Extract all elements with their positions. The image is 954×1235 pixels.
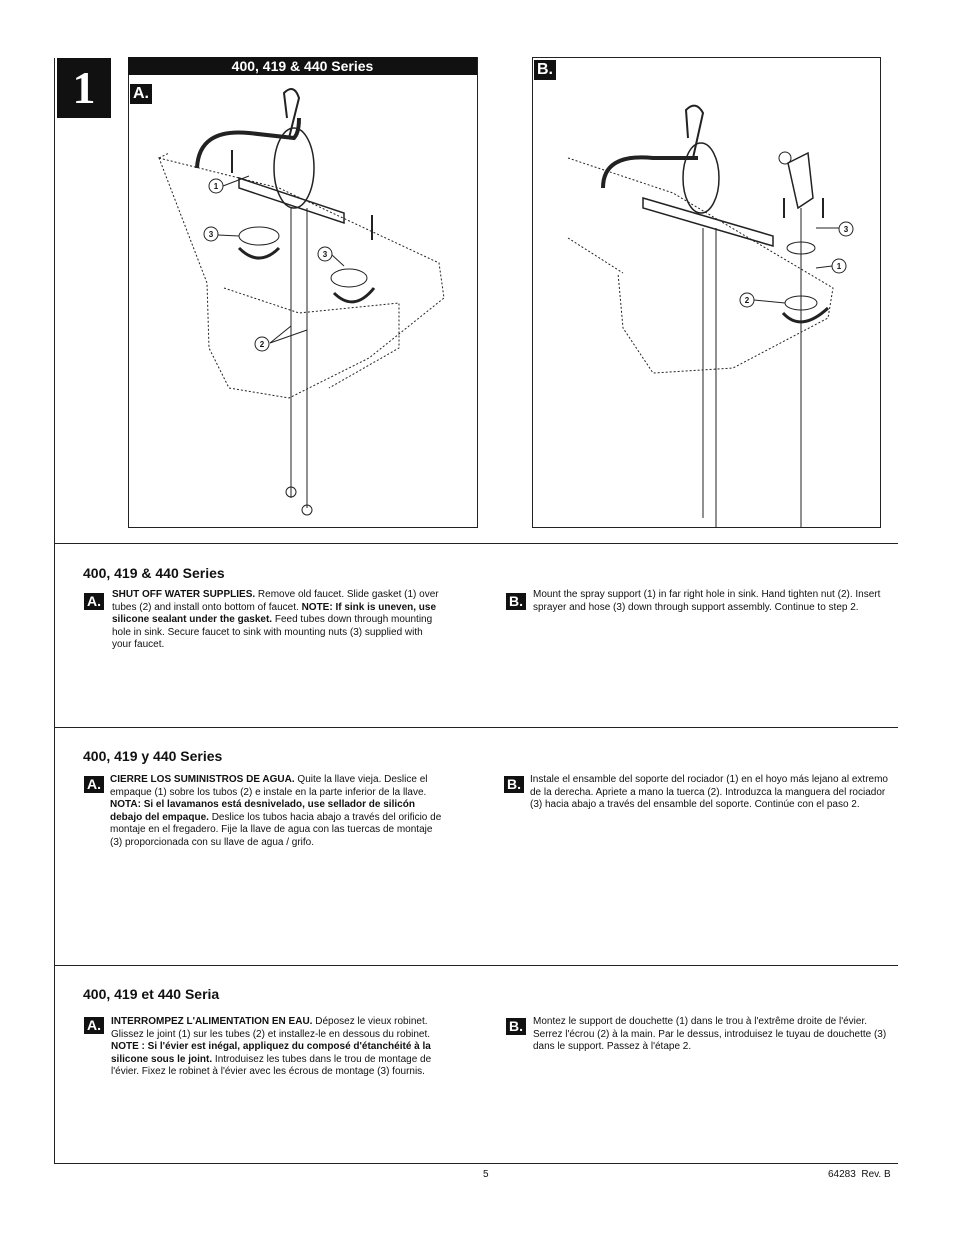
panel-a-series-header: 400, 419 & 440 Series bbox=[128, 57, 477, 75]
section-es-b-text: Instale el ensamble del soporte del roci… bbox=[530, 774, 888, 810]
callout-2: 2 bbox=[745, 296, 750, 305]
sprayer-installation-illustration: 3 1 2 bbox=[567, 104, 854, 528]
section-fr-a-text: INTERROMPEZ L'ALIMENTATION EN EAU. Dépos… bbox=[111, 1016, 432, 1077]
section-en-b-text: Mount the spray support (1) in far right… bbox=[533, 589, 881, 613]
section-es-b-badge: B. bbox=[504, 776, 524, 793]
callout-2: 2 bbox=[260, 340, 265, 349]
section-title-english: 400, 419 & 440 Series bbox=[83, 565, 225, 581]
faucet-installation-illustration: 1 3 3 2 bbox=[158, 88, 445, 516]
section-fr-a-badge: A. bbox=[84, 1017, 104, 1034]
callout-3: 3 bbox=[844, 225, 849, 234]
callout-3-left: 3 bbox=[209, 230, 214, 239]
section-en-a-text: SHUT OFF WATER SUPPLIES. Remove old fauc… bbox=[112, 589, 439, 650]
callout-1: 1 bbox=[837, 262, 842, 271]
divider-bottom bbox=[54, 1163, 898, 1164]
panel-a-badge: A. bbox=[130, 84, 152, 104]
section-fr-b-badge: B. bbox=[506, 1018, 526, 1035]
divider-2 bbox=[54, 727, 898, 728]
section-es-a-badge: A. bbox=[84, 776, 104, 793]
figure-panel-a: 1 3 3 2 bbox=[128, 57, 478, 528]
section-es-a-text: CIERRE LOS SUMINISTROS DE AGUA. Quite la… bbox=[110, 774, 442, 848]
page-number: 5 bbox=[483, 1169, 489, 1180]
document-reference: 64283 Rev. B bbox=[828, 1169, 891, 1180]
divider-3 bbox=[54, 965, 898, 966]
callout-3-right: 3 bbox=[323, 250, 328, 259]
left-margin-rule bbox=[54, 58, 55, 1164]
section-fr-b-text: Montez le support de douchette (1) dans … bbox=[533, 1016, 887, 1052]
section-title-french: 400, 419 et 440 Seria bbox=[83, 986, 220, 1002]
callout-1: 1 bbox=[214, 182, 219, 191]
section-en-a-badge: A. bbox=[84, 593, 104, 610]
figure-panel-b: 3 1 2 bbox=[532, 57, 881, 528]
section-en-b-badge: B. bbox=[506, 593, 526, 610]
step-number-box: 1 bbox=[57, 58, 111, 118]
section-title-spanish: 400, 419 y 440 Series bbox=[83, 748, 223, 764]
divider-1 bbox=[54, 543, 898, 544]
panel-b-badge: B. bbox=[534, 60, 556, 80]
